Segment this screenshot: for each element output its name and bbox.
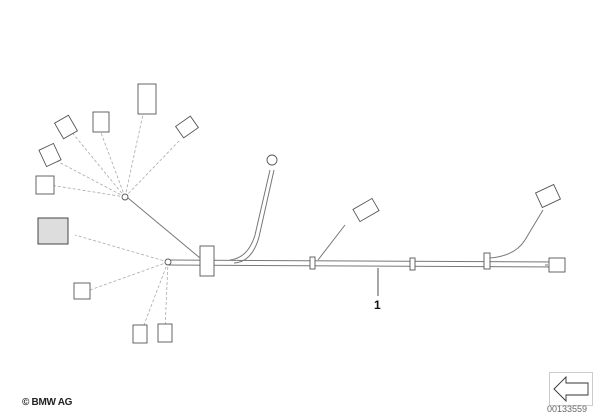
upper-branch	[35, 83, 201, 259]
connector	[352, 197, 380, 223]
diagram-number: 00133559	[547, 404, 588, 414]
connector	[92, 111, 110, 133]
arrow-left-icon	[553, 375, 589, 403]
connector	[132, 324, 148, 344]
connector	[73, 282, 91, 300]
fuse-box-connector	[37, 217, 69, 245]
connector	[174, 115, 200, 139]
part-label-1[interactable]: 1	[374, 298, 381, 312]
ring-terminal	[266, 154, 278, 166]
connector	[137, 83, 157, 115]
connector	[35, 175, 55, 195]
connector	[534, 183, 562, 209]
grommet	[199, 245, 215, 277]
main-harness	[167, 154, 566, 296]
connector	[53, 114, 79, 140]
end-connector	[548, 257, 566, 273]
previous-button[interactable]	[549, 372, 593, 406]
copyright-text: © BMW AG	[22, 397, 73, 408]
connector	[38, 142, 62, 168]
lower-branch	[37, 217, 173, 344]
connector	[157, 323, 173, 343]
